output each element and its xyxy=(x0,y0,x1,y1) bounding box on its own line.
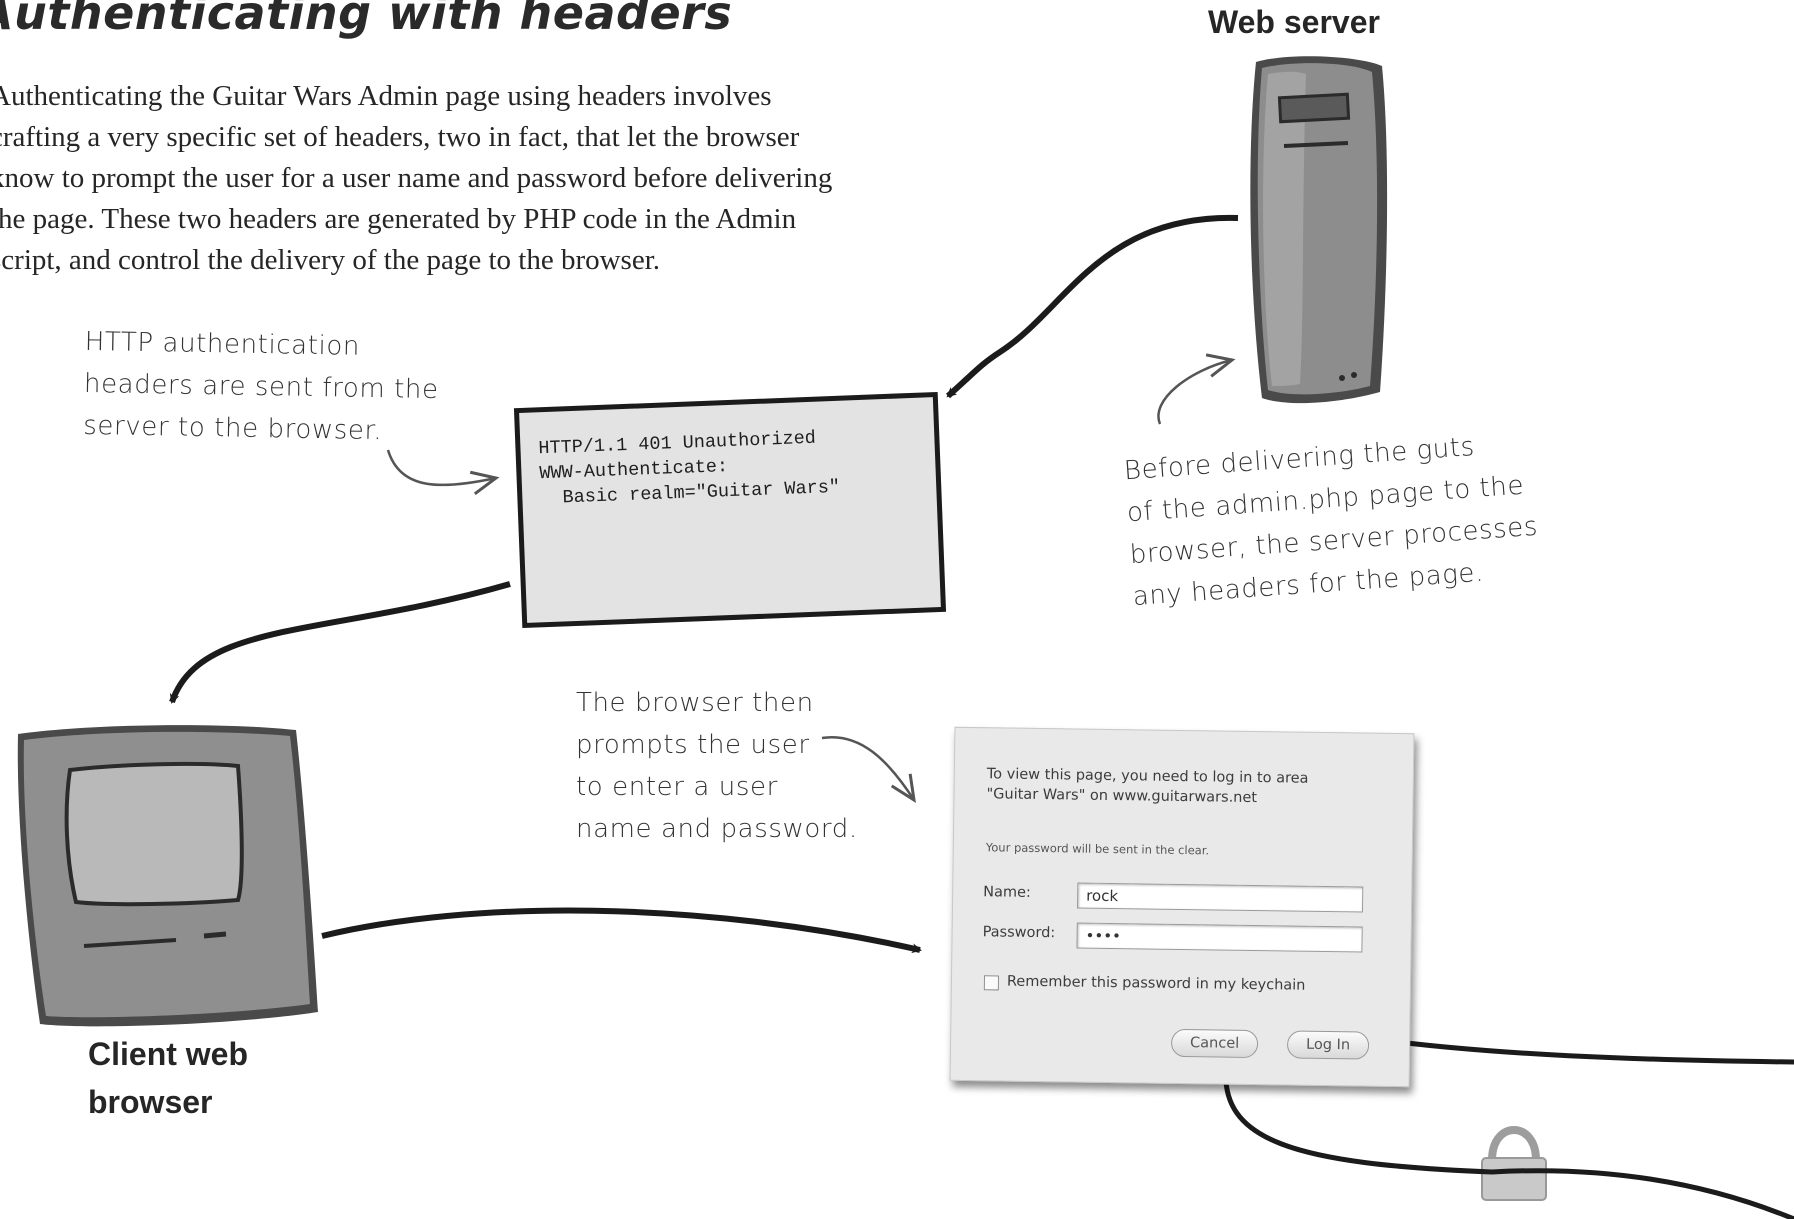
name-label: Name: xyxy=(983,884,1031,901)
remember-checkbox[interactable] xyxy=(983,975,1000,991)
annotation-server-process: Before delivering the guts of the admin.… xyxy=(1123,422,1543,618)
annotation-line: name and password. xyxy=(576,814,858,844)
annotation-http-headers: HTTP authentication headers are sent fro… xyxy=(83,321,440,453)
annotation-line: server to the browser. xyxy=(83,410,383,447)
cancel-button[interactable]: Cancel xyxy=(1170,1028,1259,1059)
password-label: Password: xyxy=(982,924,1056,942)
password-input[interactable]: •••• xyxy=(1076,922,1363,953)
intro-line: Authenticating the Guitar Wars Admin pag… xyxy=(0,80,772,112)
intro-line: the page. These two headers are generate… xyxy=(0,203,797,235)
annotation-browser-prompt: The browser then prompts the user to ent… xyxy=(576,682,858,850)
annotation-line: to enter a user xyxy=(576,772,778,802)
intro-line: script, and control the delivery of the … xyxy=(0,244,661,276)
client-browser-icon xyxy=(17,725,319,1027)
padlock-icon xyxy=(1481,1126,1547,1201)
annotation-line: The browser then xyxy=(576,688,814,718)
dialog-note: Your password will be sent in the clear. xyxy=(985,840,1210,858)
web-server-label: Web server xyxy=(1208,4,1380,40)
name-input[interactable]: rock xyxy=(1076,882,1364,913)
login-button[interactable]: Log In xyxy=(1286,1030,1370,1060)
login-dialog: To view this page, you need to log in to… xyxy=(949,726,1415,1088)
http-response-box: HTTP/1.1 401 Unauthorized WWW-Authentica… xyxy=(513,391,947,629)
dialog-message: To view this page, you need to log in to… xyxy=(986,764,1308,808)
client-label-line: browser xyxy=(88,1084,213,1120)
client-browser-label: Client web browser xyxy=(88,1030,248,1126)
intro-line: know to prompt the user for a user name … xyxy=(0,162,833,194)
intro-paragraph: Authenticating the Guitar Wars Admin pag… xyxy=(0,76,990,281)
annotation-line: headers are sent from the xyxy=(83,368,439,406)
client-label-line: Client web xyxy=(88,1036,249,1072)
annotation-line: prompts the user xyxy=(576,730,810,760)
intro-line: crafting a very specific set of headers,… xyxy=(0,121,800,153)
annotation-line: HTTP authentication xyxy=(84,326,361,362)
web-server-icon xyxy=(1250,56,1388,404)
page-heading: Authenticating with headers xyxy=(0,0,733,40)
remember-label: Remember this password in my keychain xyxy=(1006,973,1306,994)
